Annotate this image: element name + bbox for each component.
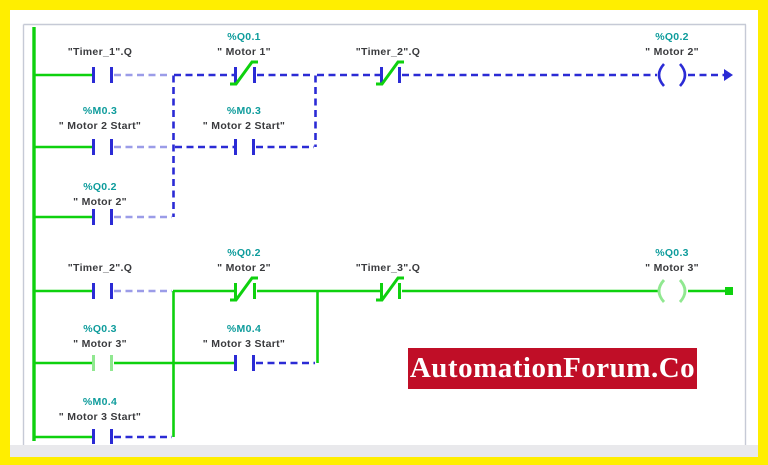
editor-frame-lines	[10, 23, 758, 457]
no-contact-motor3-start-b[interactable]	[92, 429, 113, 444]
rung-end-terminal	[725, 287, 733, 295]
operand-address: %Q0.1	[227, 31, 261, 43]
operand-motor3-start-a[interactable]: %M0.4 " Motor 3 Start"	[203, 322, 285, 352]
operand-motor3-coil[interactable]: %Q0.3 " Motor 3"	[645, 246, 699, 276]
operand-comment: " Motor 3 Start"	[202, 338, 286, 350]
operand-comment: " Motor 2 Start"	[202, 120, 286, 132]
operand-address: %M0.4	[82, 396, 118, 408]
operand-motor1[interactable]: %Q0.1 " Motor 1"	[217, 30, 271, 60]
operand-address: %Q0.3	[655, 247, 689, 259]
no-contact-motor3-seal[interactable]	[92, 355, 113, 371]
operand-comment: " Motor 2 Start"	[58, 120, 142, 132]
coil-motor3[interactable]	[657, 279, 687, 303]
no-contact-timer2-q-n2[interactable]	[92, 283, 113, 299]
operand-address: %Q0.3	[83, 323, 117, 335]
nc-contact-timer2-q[interactable]	[376, 60, 404, 86]
watermark-banner: AutomationForum.Co	[408, 348, 697, 389]
operand-timer1[interactable]: "Timer_1".Q	[67, 46, 133, 58]
operand-motor2-coil[interactable]: %Q0.2 " Motor 2"	[645, 30, 699, 60]
nc-contact-motor2[interactable]	[230, 276, 258, 302]
no-contact-timer1-q[interactable]	[92, 67, 113, 83]
nc-contact-motor1[interactable]	[230, 60, 258, 86]
rung-end-arrow	[724, 69, 733, 81]
no-contact-motor2-start-b[interactable]	[234, 139, 255, 155]
operand-timer2-n2[interactable]: "Timer_2".Q	[67, 262, 133, 274]
nc-contact-timer3-q[interactable]	[376, 276, 404, 302]
operand-comment: " Motor 2"	[645, 46, 699, 58]
operand-motor3-seal[interactable]: %Q0.3 " Motor 3"	[73, 322, 127, 352]
no-contact-motor2-start-a[interactable]	[92, 139, 113, 155]
operand-comment: " Motor 2"	[217, 262, 271, 274]
operand-address: %Q0.2	[227, 247, 261, 259]
no-contact-motor2-seal[interactable]	[92, 209, 113, 225]
operand-comment: " Motor 3"	[645, 262, 699, 274]
operand-address: %M0.3	[82, 105, 118, 117]
operand-comment: " Motor 3"	[73, 338, 127, 350]
network-2	[34, 276, 733, 444]
operand-timer3[interactable]: "Timer_3".Q	[355, 262, 421, 274]
operand-address: %M0.3	[226, 105, 262, 117]
operand-motor2-seal[interactable]: %Q0.2 " Motor 2"	[73, 180, 127, 210]
operand-timer2[interactable]: "Timer_2".Q	[355, 46, 421, 58]
operand-motor3-start-b[interactable]: %M0.4 " Motor 3 Start"	[59, 395, 141, 425]
bottom-scroll-strip[interactable]	[10, 445, 758, 457]
no-contact-motor3-start-a[interactable]	[234, 355, 255, 371]
operand-address: %Q0.2	[83, 181, 117, 193]
operand-comment: " Motor 2"	[73, 196, 127, 208]
network-1	[34, 60, 733, 225]
operand-motor2-start-b[interactable]: %M0.3 " Motor 2 Start"	[203, 104, 285, 134]
operand-address: %Q0.2	[655, 31, 689, 43]
coil-motor2[interactable]	[657, 63, 687, 87]
operand-comment: " Motor 3 Start"	[58, 411, 142, 423]
operand-motor2-start-a[interactable]: %M0.3 " Motor 2 Start"	[59, 104, 141, 134]
operand-address: %M0.4	[226, 323, 262, 335]
operand-motor2-nc[interactable]: %Q0.2 " Motor 2"	[217, 246, 271, 276]
operand-comment: " Motor 1"	[217, 46, 271, 58]
